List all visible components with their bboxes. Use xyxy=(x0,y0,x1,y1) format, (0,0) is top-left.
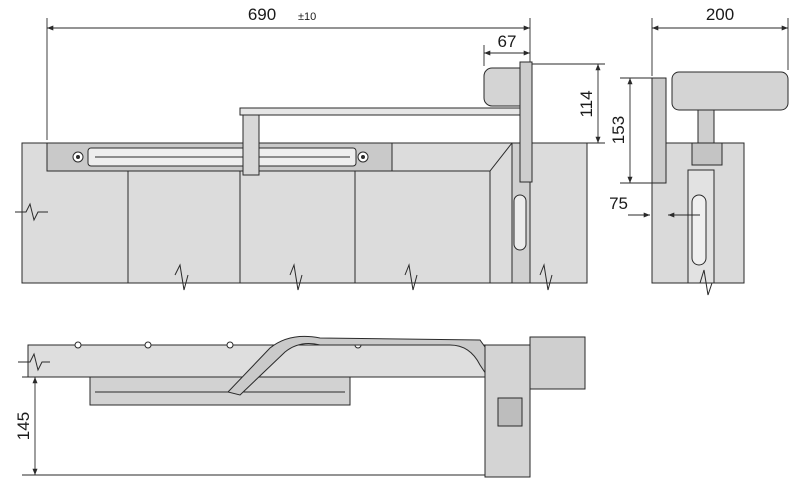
side-view xyxy=(651,71,789,296)
top-view xyxy=(18,335,586,478)
dim-side-offset: 75 xyxy=(609,194,628,213)
hinge-slot xyxy=(513,194,527,251)
dim-bottom-height: 145 xyxy=(14,412,33,440)
front-view xyxy=(15,61,588,291)
top-arm xyxy=(227,335,501,396)
dim-side-width: 200 xyxy=(706,5,734,24)
dimension-lines xyxy=(22,18,789,476)
dim-side-height: 153 xyxy=(609,116,628,144)
dim-arm-offset: 67 xyxy=(498,32,517,51)
dim-overall-width: 690 xyxy=(248,5,276,24)
dim-bracket-height: 114 xyxy=(577,90,596,117)
dimension-labels: 690 ±10 67 200 114 153 75 145 xyxy=(14,5,734,440)
side-closer-head xyxy=(671,71,789,111)
arm-rail xyxy=(239,107,523,116)
arm-link xyxy=(242,114,260,176)
top-closer-body xyxy=(89,376,351,406)
dim-overall-tolerance: ±10 xyxy=(298,11,316,23)
